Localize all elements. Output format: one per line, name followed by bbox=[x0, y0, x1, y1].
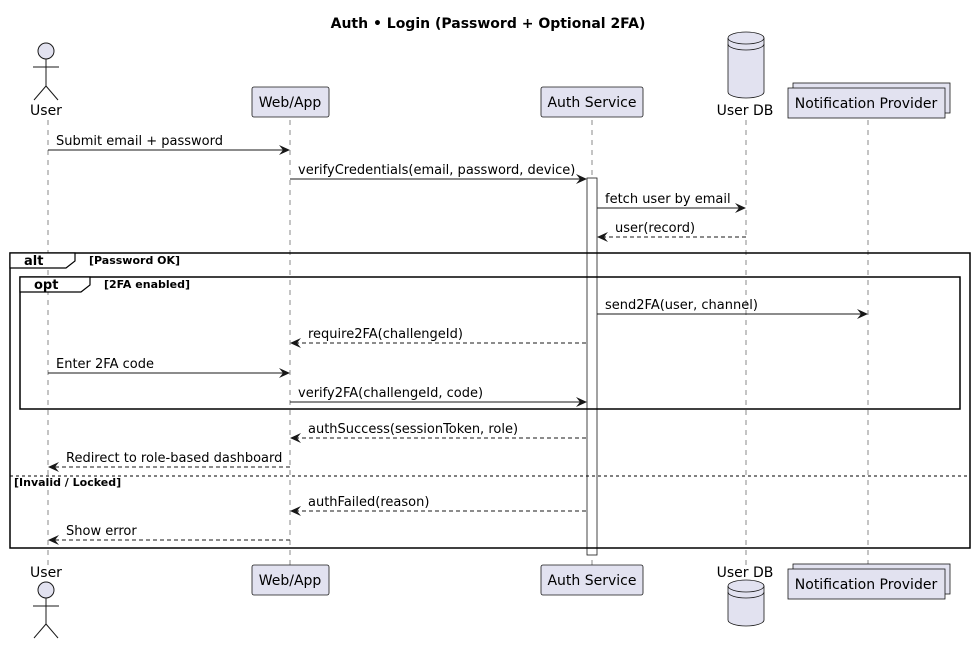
participant-label-user: User bbox=[30, 103, 62, 119]
database-icon bbox=[727, 579, 765, 627]
participant-label-db: User DB bbox=[717, 103, 774, 119]
alt-tab bbox=[9, 252, 76, 269]
participant-label-notif: Notification Provider bbox=[795, 96, 938, 112]
participants-top: User Web/App Auth Service User DB bbox=[30, 31, 951, 119]
diagram-title: Auth • Login (Password + Optional 2FA) bbox=[331, 16, 646, 32]
participant-user-top: User bbox=[30, 42, 62, 119]
participant-web-top: Web/App bbox=[251, 86, 330, 118]
participant-label-web-bottom: Web/App bbox=[259, 573, 322, 589]
actor-icon bbox=[33, 581, 59, 639]
participant-auth-bottom: Auth Service bbox=[540, 564, 644, 596]
message-label: authFailed(reason) bbox=[308, 495, 429, 510]
participant-label-auth: Auth Service bbox=[547, 95, 636, 111]
participant-label-user-bottom: User bbox=[30, 565, 62, 581]
participant-label-db-bottom: User DB bbox=[717, 565, 774, 581]
database-icon bbox=[727, 31, 765, 99]
fragment-opt: opt [2FA enabled] bbox=[19, 276, 961, 410]
opt-condition: [2FA enabled] bbox=[104, 278, 190, 291]
participant-label-auth-bottom: Auth Service bbox=[547, 573, 636, 589]
messages: Submit email + password verifyCredential… bbox=[48, 134, 868, 545]
message-label: authSuccess(sessionToken, role) bbox=[308, 422, 518, 437]
message-label: fetch user by email bbox=[605, 192, 731, 207]
participant-auth-top: Auth Service bbox=[540, 86, 644, 118]
participant-db-top: User DB bbox=[717, 31, 774, 119]
message-label: Enter 2FA code bbox=[56, 357, 154, 372]
message-label: Submit email + password bbox=[56, 134, 223, 149]
message-label: Show error bbox=[66, 524, 137, 539]
participant-db-bottom: User DB bbox=[717, 565, 774, 627]
message-label: verify2FA(challengeId, code) bbox=[298, 386, 483, 401]
participant-label-web: Web/App bbox=[259, 95, 322, 111]
participants-bottom: User Web/App Auth Service User DB bbox=[30, 563, 951, 639]
alt-else-condition: [Invalid / Locked] bbox=[14, 476, 121, 489]
opt-frame bbox=[19, 276, 961, 410]
alt-keyword: alt bbox=[24, 254, 43, 269]
opt-keyword: opt bbox=[34, 278, 58, 293]
alt-frame bbox=[9, 252, 971, 549]
activation-bar-auth bbox=[586, 177, 598, 556]
message-label: verifyCredentials(email, password, devic… bbox=[298, 163, 575, 178]
actor-icon bbox=[33, 42, 59, 101]
participant-web-bottom: Web/App bbox=[251, 564, 330, 596]
message-label: send2FA(user, channel) bbox=[605, 298, 758, 313]
message-label: require2FA(challengeId) bbox=[308, 327, 463, 342]
message-label: Redirect to role-based dashboard bbox=[66, 451, 282, 466]
participant-notif-bottom: Notification Provider bbox=[787, 563, 951, 600]
participant-user-bottom: User bbox=[30, 565, 62, 639]
alt-condition: [Password OK] bbox=[89, 254, 180, 267]
participant-notif-top: Notification Provider bbox=[787, 82, 951, 119]
opt-tab bbox=[19, 276, 91, 293]
participant-label-notif-bottom: Notification Provider bbox=[795, 577, 938, 593]
message-label: user(record) bbox=[615, 221, 695, 236]
fragment-alt: alt [Password OK] [Invalid / Locked] bbox=[9, 252, 971, 549]
